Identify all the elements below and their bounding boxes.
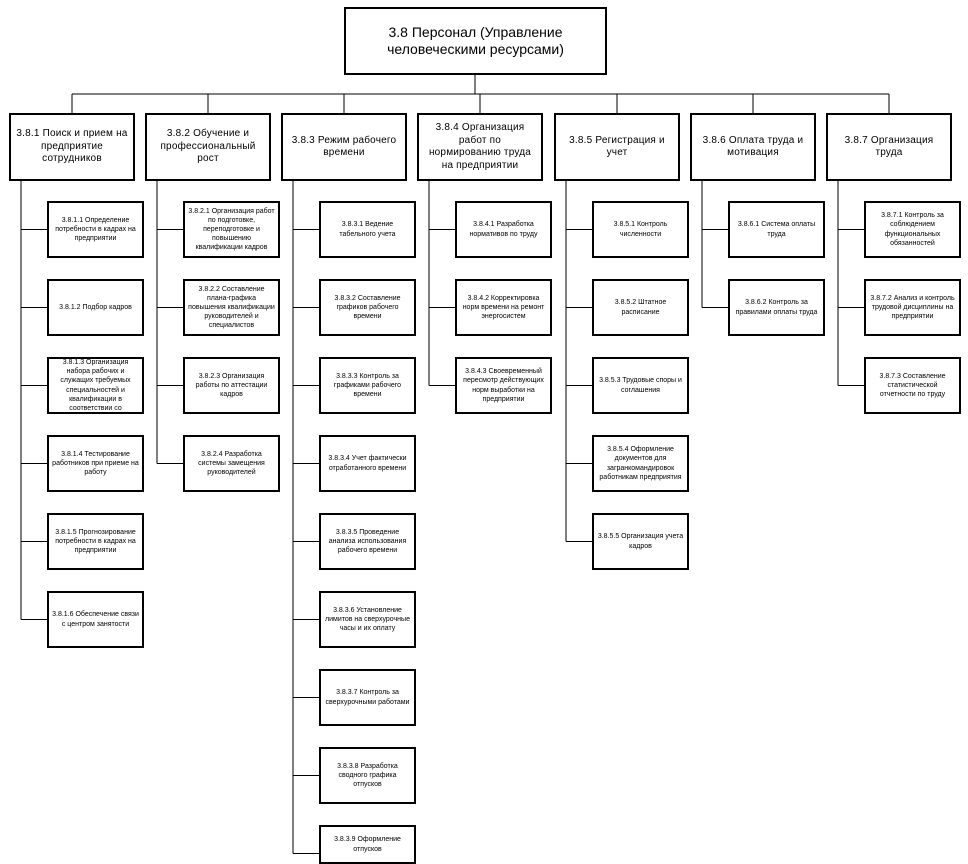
- leaf-label: 3.8.4.2 Корректировка норм времени на ре…: [462, 294, 545, 321]
- leaf-node: 3.8.5.3 Трудовые споры и соглашения: [592, 357, 689, 414]
- leaf-node: 3.8.4.3 Своевременный пересмотр действую…: [455, 357, 552, 414]
- category-node: 3.8.1 Поиск и прием на предприятие сотру…: [9, 113, 135, 181]
- leaf-node: 3.8.1.3 Организация набора рабочих и слу…: [47, 357, 144, 414]
- leaf-label: 3.8.2.3 Организация работы по аттестации…: [195, 372, 268, 399]
- leaf-label: 3.8.4.1 Разработка нормативов по труду: [469, 221, 538, 238]
- leaf-label: 3.8.1.6 Обеспечение связи с центром заня…: [52, 611, 139, 628]
- leaf-label: 3.8.2.2 Составление плана-графика повыше…: [188, 285, 275, 330]
- leaf-label: 3.8.1.3 Организация набора рабочих и слу…: [60, 359, 131, 412]
- leaf-node: 3.8.3.7 Контроль за сверхурочными работа…: [319, 669, 416, 726]
- leaf-node: 3.8.3.2 Составление графиков рабочего вр…: [319, 279, 416, 336]
- category-node: 3.8.4 Организация работ по нормированию …: [417, 113, 543, 181]
- leaf-node: 3.8.7.3 Составление статистической отчет…: [864, 357, 961, 414]
- leaf-label: 3.8.5.4 Оформление документов для загран…: [599, 446, 682, 481]
- leaf-node: 3.8.1.4 Тестирование работников при прие…: [47, 435, 144, 492]
- leaf-label: 3.8.7.2 Анализ и контроль трудовой дисци…: [870, 294, 955, 321]
- leaf-node: 3.8.4.1 Разработка нормативов по труду: [455, 201, 552, 258]
- leaf-node: 3.8.1.6 Обеспечение связи с центром заня…: [47, 591, 144, 648]
- category-node: 3.8.6 Оплата труда и мотивация: [690, 113, 816, 181]
- root-label: 3.8 Персонал (Управление человеческими р…: [387, 24, 564, 57]
- leaf-label: 3.8.7.1 Контроль за соблюдением функцион…: [881, 212, 944, 247]
- leaf-label: 3.8.6.2 Контроль за правилами оплаты тру…: [735, 299, 818, 316]
- category-label: 3.8.6 Оплата труда и мотивация: [702, 134, 804, 159]
- leaf-node: 3.8.3.9 Оформление отпусков: [319, 825, 416, 864]
- leaf-node: 3.8.2.3 Организация работы по аттестации…: [183, 357, 280, 414]
- leaf-label: 3.8.5.5 Организация учета кадров: [597, 533, 684, 550]
- leaf-node: 3.8.5.1 Контроль численности: [592, 201, 689, 258]
- leaf-label: 3.8.3.1 Ведение табельного учета: [339, 221, 396, 238]
- leaf-node: 3.8.5.4 Оформление документов для загран…: [592, 435, 689, 492]
- leaf-node: 3.8.6.2 Контроль за правилами оплаты тру…: [728, 279, 825, 336]
- leaf-node: 3.8.1.2 Подбор кадров: [47, 279, 144, 336]
- leaf-label: 3.8.6.1 Система оплаты труда: [737, 221, 816, 238]
- leaf-label: 3.8.7.3 Составление статистической отчет…: [879, 372, 946, 399]
- leaf-node: 3.8.2.1 Организация работ по подготовке,…: [183, 201, 280, 258]
- leaf-node: 3.8.2.2 Составление плана-графика повыше…: [183, 279, 280, 336]
- leaf-label: 3.8.3.5 Проведение анализа использования…: [328, 528, 407, 555]
- leaf-label: 3.8.2.1 Организация работ по подготовке,…: [188, 207, 275, 252]
- leaf-node: 3.8.7.1 Контроль за соблюдением функцион…: [864, 201, 961, 258]
- leaf-label: 3.8.5.1 Контроль численности: [613, 221, 668, 238]
- category-label: 3.8.2 Обучение и профессиональный рост: [160, 128, 256, 165]
- leaf-node: 3.8.5.5 Организация учета кадров: [592, 513, 689, 570]
- leaf-label: 3.8.5.2 Штатное расписание: [614, 299, 667, 316]
- leaf-node: 3.8.1.5 Прогнозирование потребности в ка…: [47, 513, 144, 570]
- leaf-label: 3.8.3.8 Разработка сводного графика отпу…: [337, 762, 398, 789]
- leaf-node: 3.8.4.2 Корректировка норм времени на ре…: [455, 279, 552, 336]
- leaf-label: 3.8.3.2 Составление графиков рабочего вр…: [334, 294, 401, 321]
- leaf-node: 3.8.1.1 Определение потребности в кадрах…: [47, 201, 144, 258]
- leaf-label: 3.8.3.6 Установление лимитов на сверхуро…: [325, 606, 410, 633]
- leaf-label: 3.8.3.7 Контроль за сверхурочными работа…: [325, 689, 410, 706]
- leaf-label: 3.8.1.2 Подбор кадров: [59, 303, 132, 311]
- leaf-node: 3.8.3.5 Проведение анализа использования…: [319, 513, 416, 570]
- leaf-label: 3.8.1.5 Прогнозирование потребности в ка…: [55, 528, 136, 555]
- leaf-label: 3.8.3.9 Оформление отпусков: [334, 836, 401, 853]
- leaf-node: 3.8.3.1 Ведение табельного учета: [319, 201, 416, 258]
- leaf-label: 3.8.1.4 Тестирование работников при прие…: [52, 450, 139, 477]
- leaf-node: 3.8.7.2 Анализ и контроль трудовой дисци…: [864, 279, 961, 336]
- leaf-node: 3.8.3.3 Контроль за графиками рабочего в…: [319, 357, 416, 414]
- category-label: 3.8.4 Организация работ по нормированию …: [428, 122, 532, 171]
- leaf-node: 3.8.3.6 Установление лимитов на сверхуро…: [319, 591, 416, 648]
- category-node: 3.8.7 Организация труда: [826, 113, 952, 181]
- category-label: 3.8.1 Поиск и прием на предприятие сотру…: [16, 128, 128, 165]
- leaf-node: 3.8.6.1 Система оплаты труда: [728, 201, 825, 258]
- leaf-label: 3.8.1.1 Определение потребности в кадрах…: [55, 216, 136, 243]
- leaf-label: 3.8.3.4 Учет фактически отработанного вр…: [328, 455, 407, 472]
- leaf-label: 3.8.5.3 Трудовые споры и соглашения: [599, 377, 682, 394]
- category-label: 3.8.3 Режим рабочего времени: [291, 134, 397, 159]
- category-label: 3.8.5 Регистрация и учет: [569, 134, 665, 159]
- leaf-node: 3.8.3.8 Разработка сводного графика отпу…: [319, 747, 416, 804]
- category-node: 3.8.5 Регистрация и учет: [554, 113, 680, 181]
- leaf-label: 3.8.4.3 Своевременный пересмотр действую…: [463, 368, 544, 403]
- root-node: 3.8 Персонал (Управление человеческими р…: [344, 7, 607, 75]
- category-node: 3.8.2 Обучение и профессиональный рост: [145, 113, 271, 181]
- leaf-node: 3.8.5.2 Штатное расписание: [592, 279, 689, 336]
- leaf-label: 3.8.2.4 Разработка системы замещения рук…: [198, 450, 265, 477]
- category-node: 3.8.3 Режим рабочего времени: [281, 113, 407, 181]
- category-label: 3.8.7 Организация труда: [844, 134, 934, 159]
- leaf-node: 3.8.2.4 Разработка системы замещения рук…: [183, 435, 280, 492]
- leaf-node: 3.8.3.4 Учет фактически отработанного вр…: [319, 435, 416, 492]
- leaf-label: 3.8.3.3 Контроль за графиками рабочего в…: [333, 372, 402, 399]
